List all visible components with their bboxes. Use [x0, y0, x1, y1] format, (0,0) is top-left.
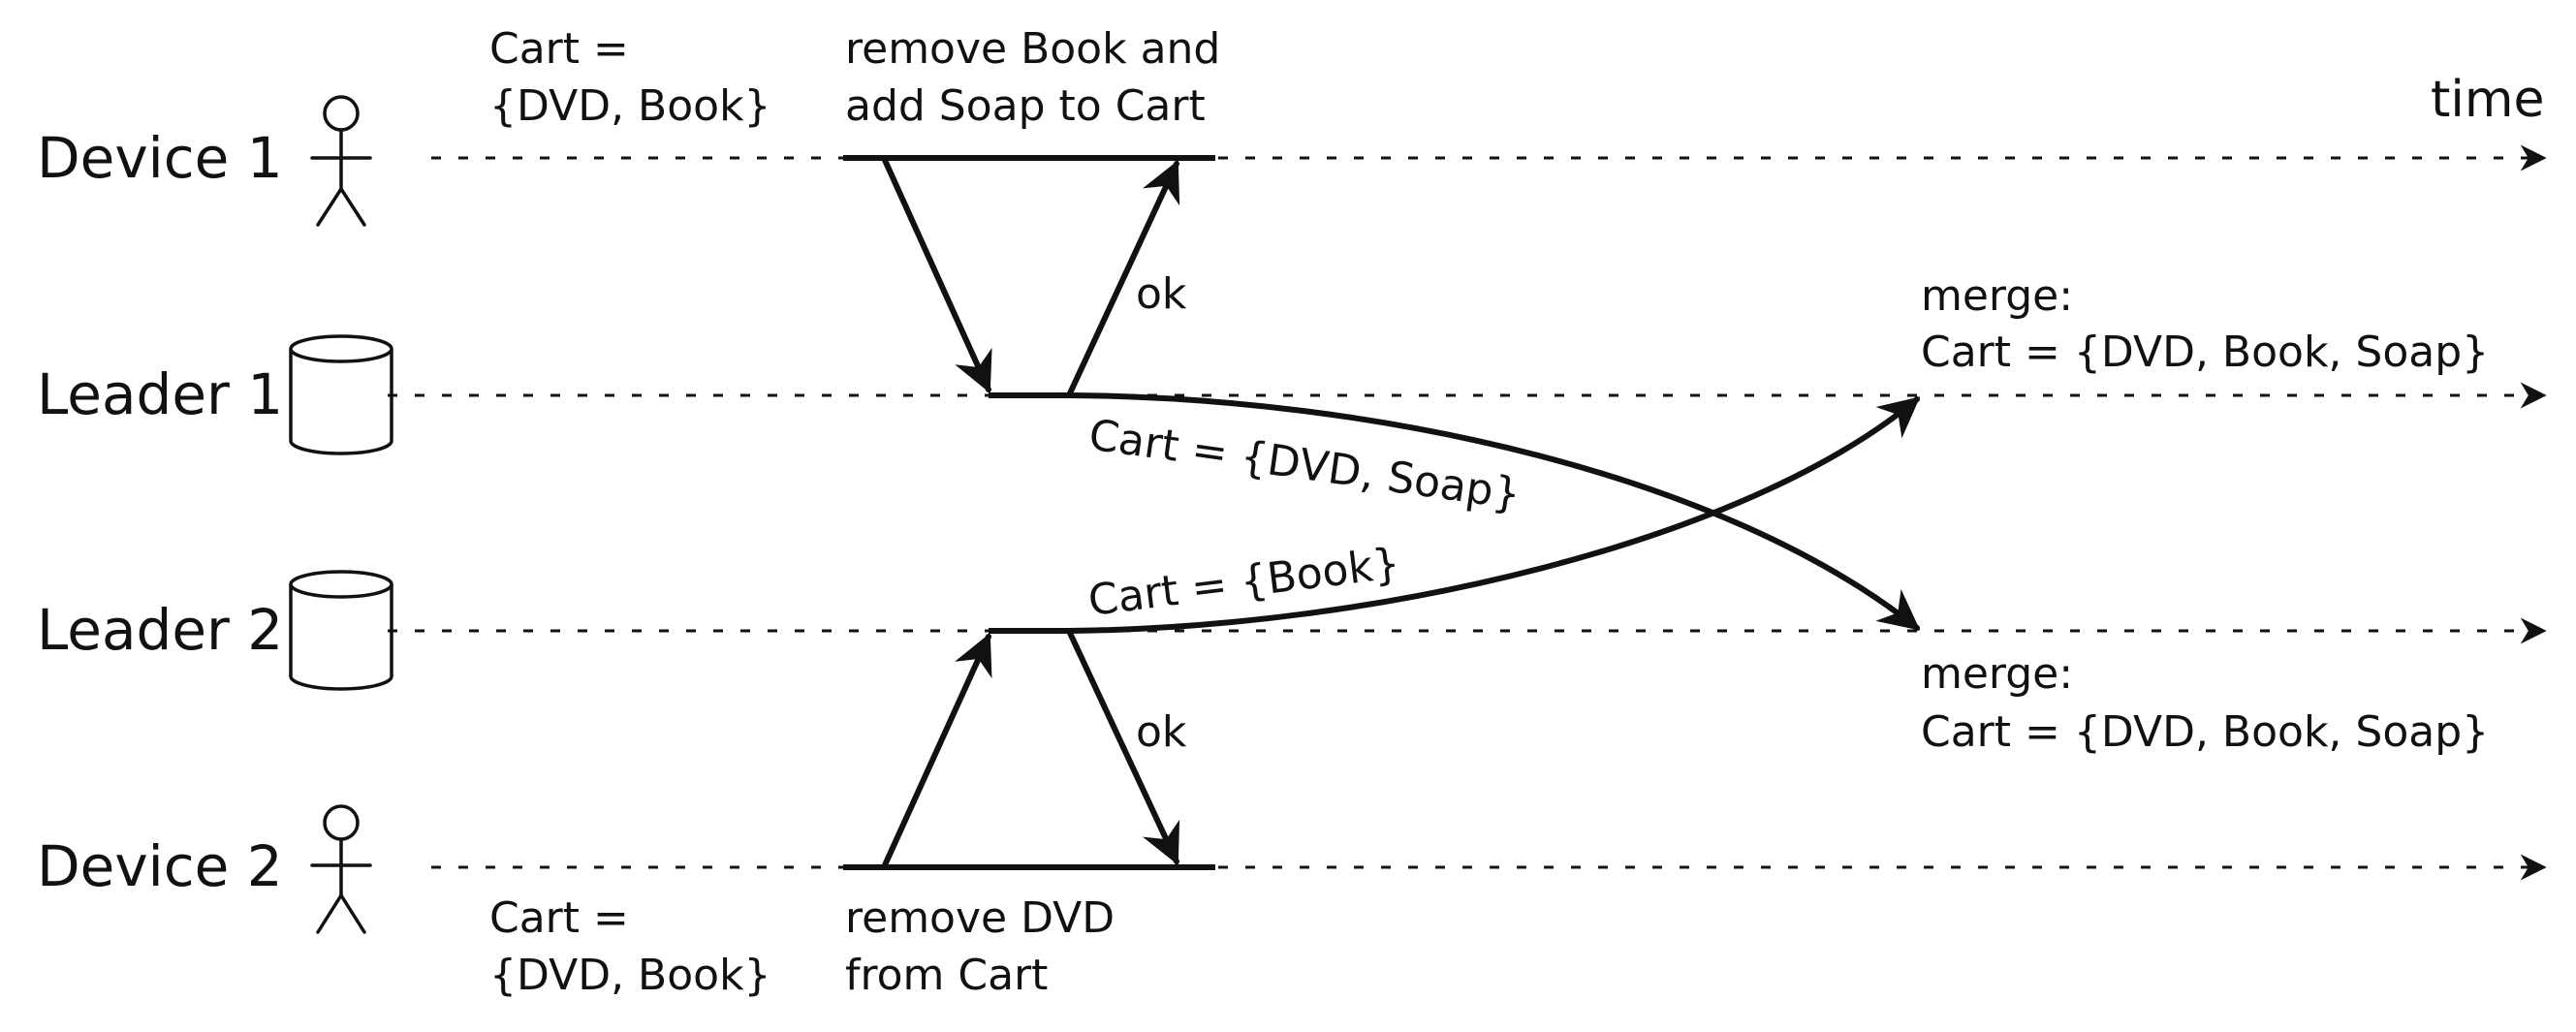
row-label-device-1: Device 1	[37, 125, 283, 191]
row-label-device-2: Device 2	[37, 833, 283, 899]
database-cylinder-icon	[289, 334, 393, 455]
leader-1-merge-note-line-1: merge:	[1921, 271, 2073, 321]
replication-label-leader-2: Cart = {Book}	[1085, 539, 1402, 626]
ok-label-bottom: ok	[1136, 707, 1187, 757]
leader-2-merge-note-line-1: merge:	[1921, 649, 2073, 699]
device-2-cart-note-line-2: {DVD, Book}	[489, 951, 771, 1000]
device-2-cart-note-line-1: Cart =	[489, 893, 629, 943]
device-2-action-note-line-2: from Cart	[845, 951, 1048, 1000]
leader-1-ok-arrow	[1066, 160, 1180, 398]
replication-label-leader-1: Cart = {DVD, Soap}	[1085, 410, 1523, 519]
row-label-leader-2: Leader 2	[37, 597, 283, 663]
stick-figure-icon	[310, 804, 372, 934]
device-1-cart-note-line-2: {DVD, Book}	[489, 81, 771, 131]
device-1-action-note-line-2: add Soap to Cart	[845, 81, 1206, 131]
device-1-write-arrow	[881, 155, 992, 393]
leader-2-merge-note-line-2: Cart = {DVD, Book, Soap}	[1921, 707, 2489, 757]
leader-1-merge-note-line-2: Cart = {DVD, Book, Soap}	[1921, 328, 2489, 377]
device-2-write-arrow	[881, 633, 992, 870]
leader-2-replication-arrow	[1066, 396, 1921, 634]
database-cylinder-icon	[289, 570, 393, 691]
device-1-action-note-line-1: remove Book and	[845, 24, 1220, 74]
stick-figure-icon	[310, 95, 372, 227]
row-label-leader-1: Leader 1	[37, 361, 283, 427]
leader-1-replication-arrow	[1066, 392, 1921, 631]
device-1-cart-note-line-1: Cart =	[489, 24, 629, 74]
ok-label-top: ok	[1136, 269, 1187, 319]
leader-2-ok-arrow	[1066, 628, 1180, 865]
time-axis-label: time	[2431, 71, 2544, 129]
device-2-action-note-line-1: remove DVD	[845, 893, 1115, 943]
